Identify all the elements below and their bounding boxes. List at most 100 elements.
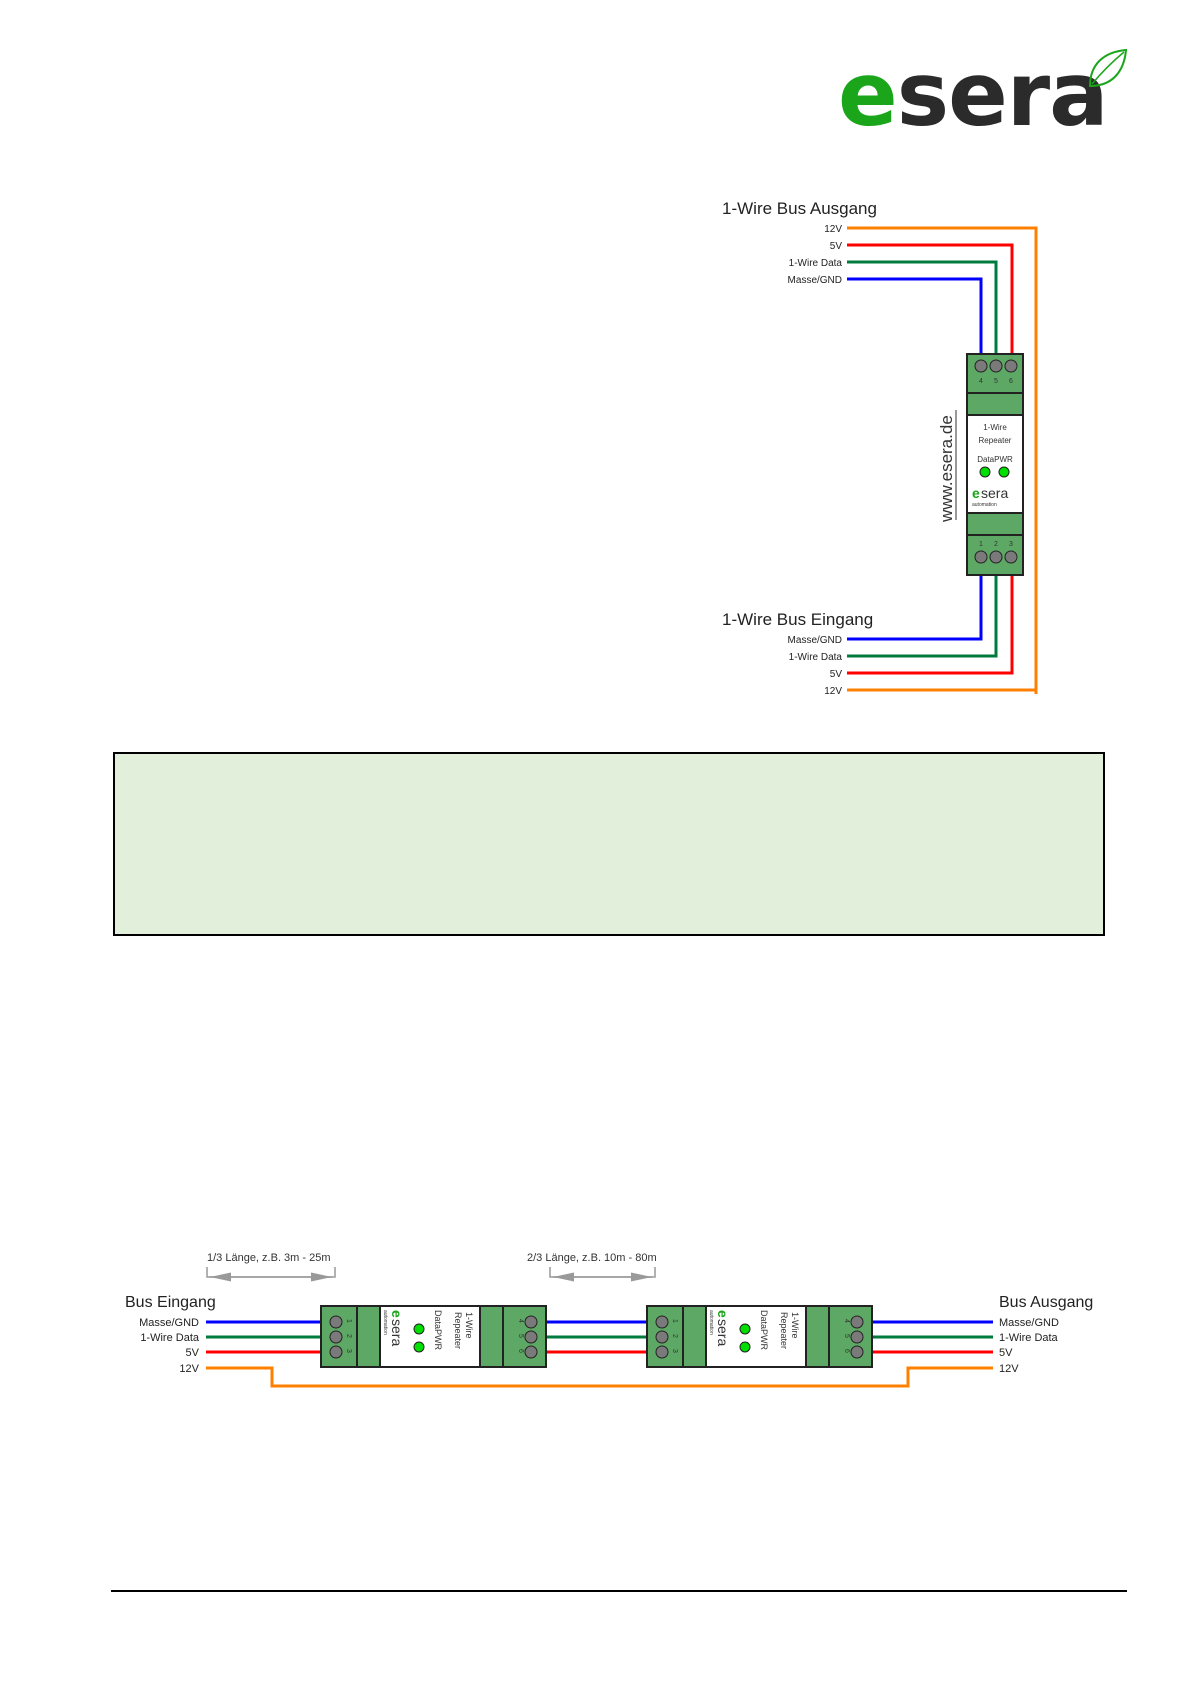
pin-label: 2 [994, 541, 998, 548]
wire-data-in [847, 556, 998, 658]
in-label-5v: 5V [186, 1347, 200, 1359]
pin-label: 4 [517, 1319, 524, 1323]
in-label-5v: 5V [830, 669, 843, 680]
terminal-4 [850, 1315, 864, 1329]
module-brand-e: e [715, 1310, 731, 1318]
module-brand-e: e [389, 1310, 405, 1318]
wire-gnd-out [847, 277, 983, 372]
terminal-5 [524, 1330, 538, 1344]
terminal-1 [655, 1315, 669, 1329]
out-label-data: 1-Wire Data [789, 258, 843, 269]
terminal-2 [989, 550, 1003, 564]
module-line2: Repeater [453, 1312, 463, 1349]
out-label-gnd: Masse/GND [999, 1317, 1059, 1329]
top-wiring-diagram: 1-Wire Bus Ausgang 12V 5V 1-Wire Data Ma… [722, 199, 1038, 697]
module-line2: Repeater [779, 1312, 789, 1349]
module-line1: 1-Wire [790, 1312, 800, 1339]
out-label-gnd: Masse/GND [788, 275, 842, 286]
led-data [739, 1323, 751, 1335]
terminal-2 [329, 1330, 343, 1344]
terminal-6 [850, 1345, 864, 1359]
in-label-data: 1-Wire Data [789, 652, 843, 663]
wire-12v [206, 1366, 993, 1388]
terminal-6 [524, 1345, 538, 1359]
out-label-data: 1-Wire Data [999, 1332, 1059, 1344]
dimension-1-bracket [206, 1267, 336, 1278]
terminal-2 [655, 1330, 669, 1344]
module-label-panel [707, 1307, 805, 1366]
repeater-module-2: 1 2 3 1-Wire Repeater DataPWR e sera aut… [646, 1305, 873, 1368]
pin-label: 3 [671, 1349, 678, 1353]
terminal-3 [329, 1345, 343, 1359]
module-label-panel [381, 1307, 479, 1366]
pin-label: 6 [843, 1349, 850, 1353]
terminal-5 [989, 359, 1003, 373]
module-label-panel [968, 416, 1022, 512]
logo-e: e [838, 43, 898, 146]
terminal-3 [655, 1345, 669, 1359]
wire-data-out [847, 260, 998, 372]
module-brand-rest: sera [981, 485, 1008, 501]
module-brand-sub: automation [972, 502, 997, 508]
pin-label: 4 [979, 378, 983, 385]
in-label-gnd: Masse/GND [788, 635, 842, 646]
terminal-5 [850, 1330, 864, 1344]
wire-12v [847, 226, 1038, 694]
module-line1: 1-Wire [983, 423, 1007, 432]
pin-label: 1 [671, 1319, 678, 1323]
leaf-icon [1088, 48, 1128, 88]
pin-label: 5 [994, 378, 998, 385]
in-label-gnd: Masse/GND [139, 1317, 199, 1329]
output-title: 1-Wire Bus Ausgang [722, 199, 877, 218]
terminal-3 [1004, 550, 1018, 564]
footer-divider [111, 1590, 1127, 1592]
module-brand-sub: automation [708, 1310, 714, 1335]
led-pwr [739, 1341, 751, 1353]
wire-5v-in [847, 556, 1014, 675]
dimension-2-label: 2/3 Länge, z.B. 10m - 80m [527, 1252, 657, 1264]
in-label-12v: 12V [824, 686, 842, 697]
in-label-data: 1-Wire Data [140, 1332, 200, 1344]
led-data [979, 466, 991, 478]
module-line2: Repeater [979, 436, 1012, 445]
terminal-6 [1004, 359, 1018, 373]
bus-output-title: Bus Ausgang [999, 1294, 1093, 1311]
in-label-12v: 12V [179, 1363, 199, 1375]
out-label-12v: 12V [999, 1363, 1019, 1375]
module-brand-e: e [972, 485, 980, 501]
input-title: 1-Wire Bus Eingang [722, 610, 873, 629]
terminal-1 [974, 550, 988, 564]
led-data [413, 1323, 425, 1335]
led-labels: DataPWR [759, 1310, 769, 1351]
module-brand-rest: sera [715, 1319, 731, 1346]
logo-wordmark: esera [838, 50, 1109, 140]
pin-label: 5 [517, 1334, 524, 1338]
pin-label: 1 [979, 541, 983, 548]
pin-label: 3 [345, 1349, 352, 1353]
bottom-wiring-diagram: 1/3 Länge, z.B. 3m - 25m 2/3 Länge, z.B.… [125, 1252, 1093, 1388]
out-label-5v: 5V [830, 241, 843, 252]
dimension-1-label: 1/3 Länge, z.B. 3m - 25m [207, 1252, 331, 1264]
terminal-4 [524, 1315, 538, 1329]
logo-rest: sera [896, 43, 1109, 146]
led-labels: DataPWR [977, 455, 1013, 464]
pin-label: 6 [517, 1349, 524, 1353]
out-label-12v: 12V [824, 224, 842, 235]
pin-label: 2 [345, 1334, 352, 1338]
pin-label: 6 [1009, 378, 1013, 385]
terminal-1 [329, 1315, 343, 1329]
pin-label: 3 [1009, 541, 1013, 548]
module-brand-rest: sera [389, 1319, 405, 1346]
wire-gnd-in [847, 556, 983, 641]
module-line1: 1-Wire [464, 1312, 474, 1339]
led-pwr [998, 466, 1010, 478]
wire-5v-out [847, 243, 1014, 372]
note-box [113, 752, 1105, 936]
pin-label: 4 [843, 1319, 850, 1323]
out-label-5v: 5V [999, 1347, 1013, 1359]
bus-input-title: Bus Eingang [125, 1294, 216, 1311]
led-pwr [413, 1341, 425, 1353]
pin-label: 2 [671, 1334, 678, 1338]
module-brand-sub: automation [382, 1310, 388, 1335]
pin-label: 1 [345, 1319, 352, 1323]
